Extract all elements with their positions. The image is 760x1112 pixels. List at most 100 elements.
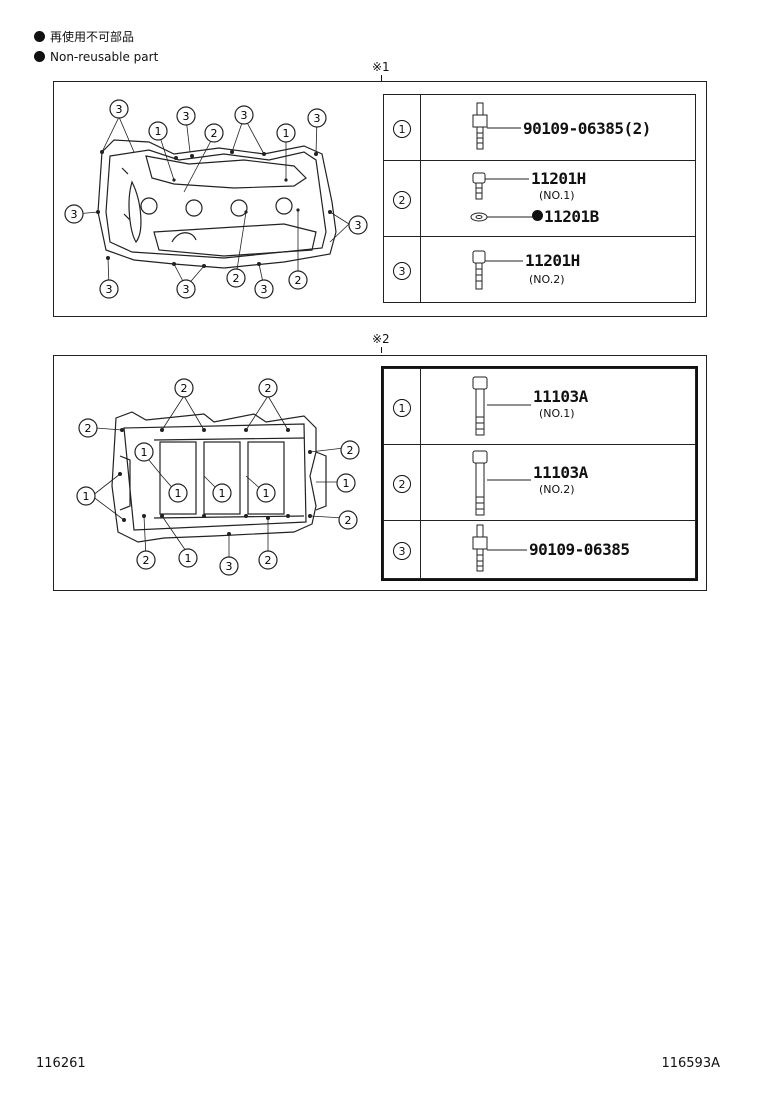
camshaft-housing-diagram: 2 2 2 1 1 1 1 1 2 1 2 2 1 3 2 (76, 378, 360, 576)
callout-1: 1 (336, 473, 356, 493)
footer-left-code: 116261 (36, 1056, 86, 1071)
svg-text:1: 1 (343, 477, 350, 490)
svg-text:2: 2 (347, 444, 354, 457)
part-number: 11103A (533, 463, 588, 482)
section2-parts-table: 1 11103A (NO.1) 2 (381, 366, 698, 581)
part-sub-label: (NO.2) (529, 273, 565, 286)
svg-text:3: 3 (226, 560, 233, 573)
svg-text:1: 1 (155, 125, 162, 138)
legend-japanese: 再使用不可部品 (34, 30, 134, 44)
section1-panel: 3 1 3 2 3 1 3 3 3 3 3 2 3 2 1 (53, 81, 707, 317)
callout-3: 3 (254, 279, 274, 299)
part-number: 90109-06385(2) (523, 119, 651, 138)
callout-3: 3 (176, 279, 196, 299)
callout-1: 1 (256, 483, 276, 503)
svg-text:3: 3 (261, 283, 268, 296)
callout-2: 2 (204, 123, 224, 143)
stud-bolt-icon (472, 102, 521, 150)
row-index: 3 (393, 261, 411, 280)
part-number: 11201H (525, 251, 580, 270)
non-reusable-dot-icon (34, 51, 45, 62)
part-sub-label: (NO.1) (539, 407, 575, 420)
callout-3: 3 (109, 99, 129, 119)
non-reusable-dot-icon (532, 210, 543, 221)
section1-parts-table: 1 90109-06385(2) 2 (383, 94, 696, 303)
legend-english: Non-reusable part (34, 50, 158, 64)
callout-2: 2 (340, 440, 360, 460)
callout-2: 2 (258, 550, 278, 570)
section2-panel: 2 2 2 1 1 1 1 1 2 1 2 2 1 3 2 1 (53, 355, 707, 591)
part-number: 11201H (531, 169, 586, 188)
bolt-with-gasket-icon (470, 172, 533, 222)
callout-1: 1 (178, 548, 198, 568)
table-row: 2 11201H (NO.1) 11201B (383, 160, 696, 237)
svg-text:3: 3 (314, 112, 321, 125)
callout-2: 2 (288, 270, 308, 290)
section1-marker: ※1 (372, 60, 390, 74)
svg-text:2: 2 (345, 514, 352, 527)
part-sub-label: (NO.2) (539, 483, 575, 496)
footer-right-code: 116593A (661, 1056, 720, 1071)
bolt-icon (472, 250, 523, 290)
callout-2: 2 (78, 418, 98, 438)
part-sub-label: (NO.1) (539, 189, 575, 202)
svg-text:3: 3 (116, 103, 123, 116)
row-index: 3 (393, 541, 411, 560)
svg-text:2: 2 (143, 554, 150, 567)
long-bolt-icon (472, 376, 531, 436)
table-row: 1 11103A (NO.1) (383, 368, 696, 445)
row-index: 2 (393, 190, 411, 209)
svg-text:1: 1 (83, 490, 90, 503)
svg-text:2: 2 (181, 382, 188, 395)
svg-text:2: 2 (265, 554, 272, 567)
callout-1: 1 (212, 483, 232, 503)
callout-3: 3 (176, 106, 196, 126)
table-row: 2 11103A (NO.2) (383, 444, 696, 521)
table-row: 1 90109-06385(2) (383, 94, 696, 161)
callout-3: 3 (307, 108, 327, 128)
section2-marker-tick (381, 347, 382, 353)
callout-3: 3 (348, 215, 368, 235)
callout-2: 2 (338, 510, 358, 530)
cylinder-head-cover-diagram: 3 1 3 2 3 1 3 3 3 3 3 2 3 2 (64, 99, 368, 299)
callout-1: 1 (168, 483, 188, 503)
callout-3: 3 (234, 105, 254, 125)
table-row: 3 90109-06385 (383, 520, 696, 579)
callout-3: 3 (99, 279, 119, 299)
table-row: 3 11201H (NO.2) (383, 236, 696, 303)
callout-3: 3 (219, 556, 239, 576)
svg-text:2: 2 (211, 127, 218, 140)
callout-1: 1 (148, 121, 168, 141)
svg-text:1: 1 (141, 446, 148, 459)
legend-en-text: Non-reusable part (50, 50, 159, 64)
svg-text:3: 3 (106, 283, 113, 296)
svg-text:3: 3 (183, 283, 190, 296)
part-number: 11103A (533, 387, 588, 406)
callout-2: 2 (174, 378, 194, 398)
row-index: 2 (393, 474, 411, 493)
svg-text:1: 1 (175, 487, 182, 500)
svg-text:1: 1 (283, 127, 290, 140)
section1-marker-tick (381, 75, 382, 81)
svg-text:3: 3 (71, 208, 78, 221)
svg-text:2: 2 (233, 272, 240, 285)
svg-text:1: 1 (219, 487, 226, 500)
section2-marker: ※2 (372, 332, 390, 346)
part-number: 90109-06385 (529, 540, 630, 559)
part-number-gasket: 11201B (544, 207, 599, 226)
legend-jp-text: 再使用不可部品 (50, 30, 135, 44)
svg-text:2: 2 (265, 382, 272, 395)
svg-text:2: 2 (295, 274, 302, 287)
callout-1: 1 (276, 123, 296, 143)
callout-3: 3 (64, 204, 84, 224)
long-bolt-icon (472, 450, 531, 516)
svg-text:3: 3 (183, 110, 190, 123)
callout-2: 2 (226, 268, 246, 288)
svg-text:2: 2 (85, 422, 92, 435)
callout-2: 2 (136, 550, 156, 570)
stud-bolt-icon (472, 524, 527, 572)
non-reusable-dot-icon (34, 31, 45, 42)
svg-text:1: 1 (263, 487, 270, 500)
row-index: 1 (393, 119, 411, 138)
callout-1: 1 (134, 442, 154, 462)
